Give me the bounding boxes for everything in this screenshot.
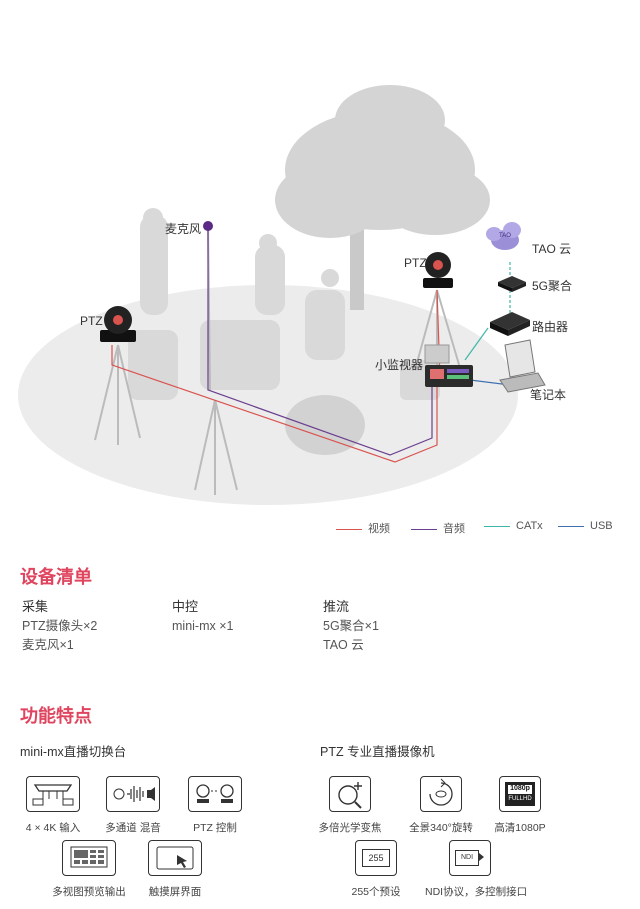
fullhd-top-text: 1080p <box>510 785 530 792</box>
svg-text:TAO: TAO <box>499 233 511 239</box>
router-label: 路由器 <box>532 320 569 334</box>
column-heading-capture: 采集 <box>22 599 49 614</box>
ndi-icon: NDI <box>449 840 491 876</box>
feature-ndi: NDI NDI协议，多控制接口 <box>425 840 528 899</box>
switcher-device-icon <box>425 365 473 387</box>
fullhd-bottom-text: FULLHD <box>508 796 532 802</box>
feature-label: 高清1080P <box>494 822 546 834</box>
optical-zoom-icon <box>329 776 371 812</box>
5g-aggregator-label: 5G聚合 <box>532 279 573 293</box>
fullhd-icon: 1080p FULLHD <box>499 776 541 812</box>
legend-item-audio: 音频 <box>411 520 465 536</box>
tao-cloud-icon: TAO <box>486 222 521 250</box>
list-item: TAO 云 <box>323 638 364 652</box>
feature-label: 触摸屏界面 <box>148 886 202 898</box>
laptop-label: 笔记本 <box>530 388 567 402</box>
feature-optical-zoom: 多倍光学变焦 <box>305 776 395 835</box>
microphone-label: 麦克风 <box>165 222 202 236</box>
laptop-icon <box>499 339 546 393</box>
switcher-features-heading: mini-mx直播切换台 <box>20 745 127 759</box>
audio-mix-icon <box>106 776 160 812</box>
camera-features-heading: PTZ 专业直播摄像机 <box>320 745 435 759</box>
musicians-illustration <box>128 208 440 400</box>
equipment-title: 设备清单 <box>20 567 92 587</box>
feature-audio-mix: 多通道 混音 <box>88 776 178 835</box>
list-item: 麦克风×1 <box>22 638 74 652</box>
list-item: mini-mx ×1 <box>172 619 234 633</box>
router-icon <box>490 312 530 336</box>
list-item: 5G聚合×1 <box>323 619 379 633</box>
feature-label: 多通道 混音 <box>105 822 161 834</box>
monitor-device-icon <box>424 344 450 364</box>
feature-touchscreen: 触摸屏界面 <box>130 840 220 899</box>
feature-label: 多倍光学变焦 <box>318 822 382 834</box>
feature-label: 全景340°旋转 <box>409 822 473 834</box>
ptz-camera-right-icon <box>423 252 453 288</box>
feature-label: PTZ 控制 <box>193 822 237 834</box>
tripods-illustration <box>94 224 461 495</box>
presets-number: 255 <box>362 849 390 867</box>
feature-rotation: 全景340°旋转 <box>396 776 486 835</box>
ptz-camera-left-icon <box>100 306 136 342</box>
column-heading-stream: 推流 <box>323 599 350 614</box>
feature-label: 255个预设 <box>351 886 401 898</box>
hdmi-inputs-icon <box>26 776 80 812</box>
legend-item-video: 视频 <box>336 520 390 536</box>
ptz-left-label: PTZ <box>80 314 103 328</box>
feature-fullhd: 1080p FULLHD 高清1080P <box>475 776 565 835</box>
multiview-icon <box>62 840 116 876</box>
ndi-text: NDI <box>455 850 479 866</box>
features-title: 功能特点 <box>20 706 92 726</box>
tao-label: TAO 云 <box>532 242 572 256</box>
tree-illustration <box>275 85 490 310</box>
legend-item-usb: USB <box>558 520 613 532</box>
legend-item-catx: CATx <box>484 520 543 532</box>
list-item: PTZ摄像头×2 <box>22 619 98 633</box>
column-items-stream: 5G聚合×1 TAO 云 <box>323 617 379 655</box>
rotation-icon <box>420 776 462 812</box>
feature-label: NDI协议，多控制接口 <box>425 886 528 898</box>
ptz-right-label: PTZ <box>404 256 427 270</box>
feature-4k-inputs: 4 × 4K 输入 <box>8 776 98 835</box>
monitor-label: 小监视器 <box>375 358 424 372</box>
feature-label: 4 × 4K 输入 <box>25 822 81 834</box>
microphone-icon <box>203 221 213 231</box>
column-items-control: mini-mx ×1 <box>172 617 233 636</box>
bush-illustration <box>285 395 365 455</box>
column-items-capture: PTZ摄像头×2 麦克风×1 <box>22 617 97 655</box>
touchscreen-icon <box>148 840 202 876</box>
feature-presets: 255 255个预设 <box>331 840 421 899</box>
feature-ptz-control: PTZ 控制 <box>170 776 260 835</box>
column-heading-control: 中控 <box>172 599 199 614</box>
legend: 视频 音频 CATx USB <box>336 520 636 538</box>
feature-label: 多视图预览输出 <box>52 886 126 898</box>
ptz-control-icon <box>188 776 242 812</box>
presets-icon: 255 <box>355 840 397 876</box>
scene-illustration: TAO <box>18 85 546 505</box>
setup-diagram: TAO TAO 云 5G聚合 路由器 笔记本 小监视器 麦克风 PTZ PTZ <box>18 85 573 505</box>
audio-cable <box>207 226 433 456</box>
feature-multiview: 多视图预览输出 <box>44 840 134 899</box>
5g-aggregator-icon <box>498 276 526 292</box>
